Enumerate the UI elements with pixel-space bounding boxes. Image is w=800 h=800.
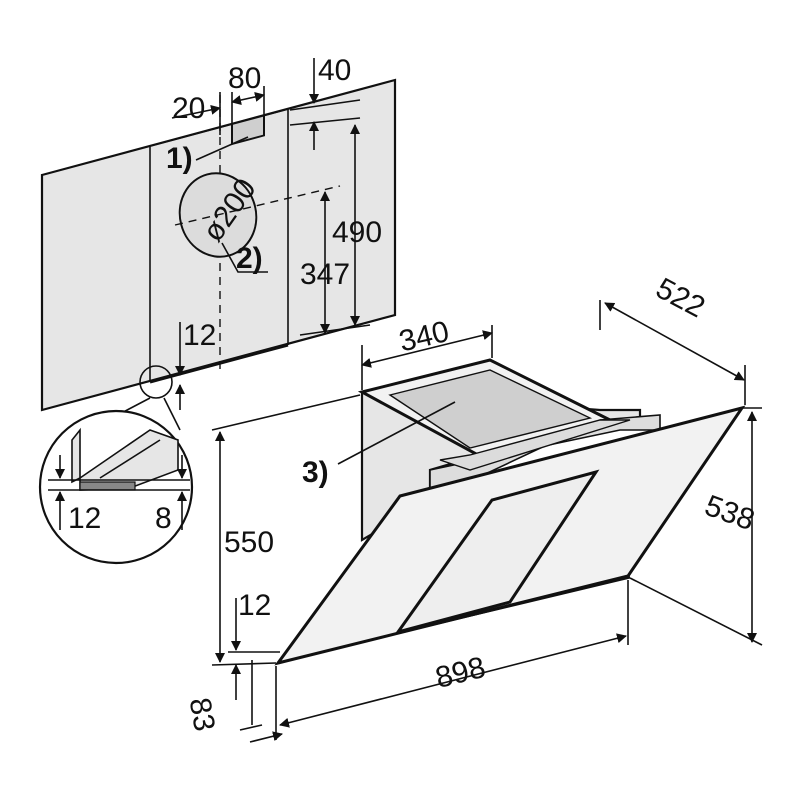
dim-340: 340	[396, 315, 452, 358]
dim-12-detail: 12	[68, 502, 101, 535]
dim-80: 80	[228, 62, 261, 95]
dim-522: 522	[651, 272, 711, 325]
label-2: 2)	[236, 242, 263, 275]
wall-panel	[40, 78, 397, 412]
dim-347: 347	[300, 258, 350, 291]
dim-8-detail: 8	[155, 502, 172, 535]
label-3: 3)	[302, 456, 329, 489]
dim-83: 83	[183, 695, 221, 734]
dim-538: 538	[701, 489, 759, 537]
dim-490: 490	[332, 216, 382, 249]
dim-550: 550	[224, 526, 274, 559]
dim-12-hood: 12	[238, 589, 271, 622]
dim-12-wall: 12	[183, 319, 216, 352]
dim-898: 898	[432, 651, 489, 695]
detail-magnifier: 12 8	[38, 365, 194, 565]
hood-body	[274, 358, 746, 666]
label-1: 1)	[166, 142, 193, 175]
dim-20: 20	[172, 92, 205, 125]
dim-40: 40	[318, 54, 351, 87]
